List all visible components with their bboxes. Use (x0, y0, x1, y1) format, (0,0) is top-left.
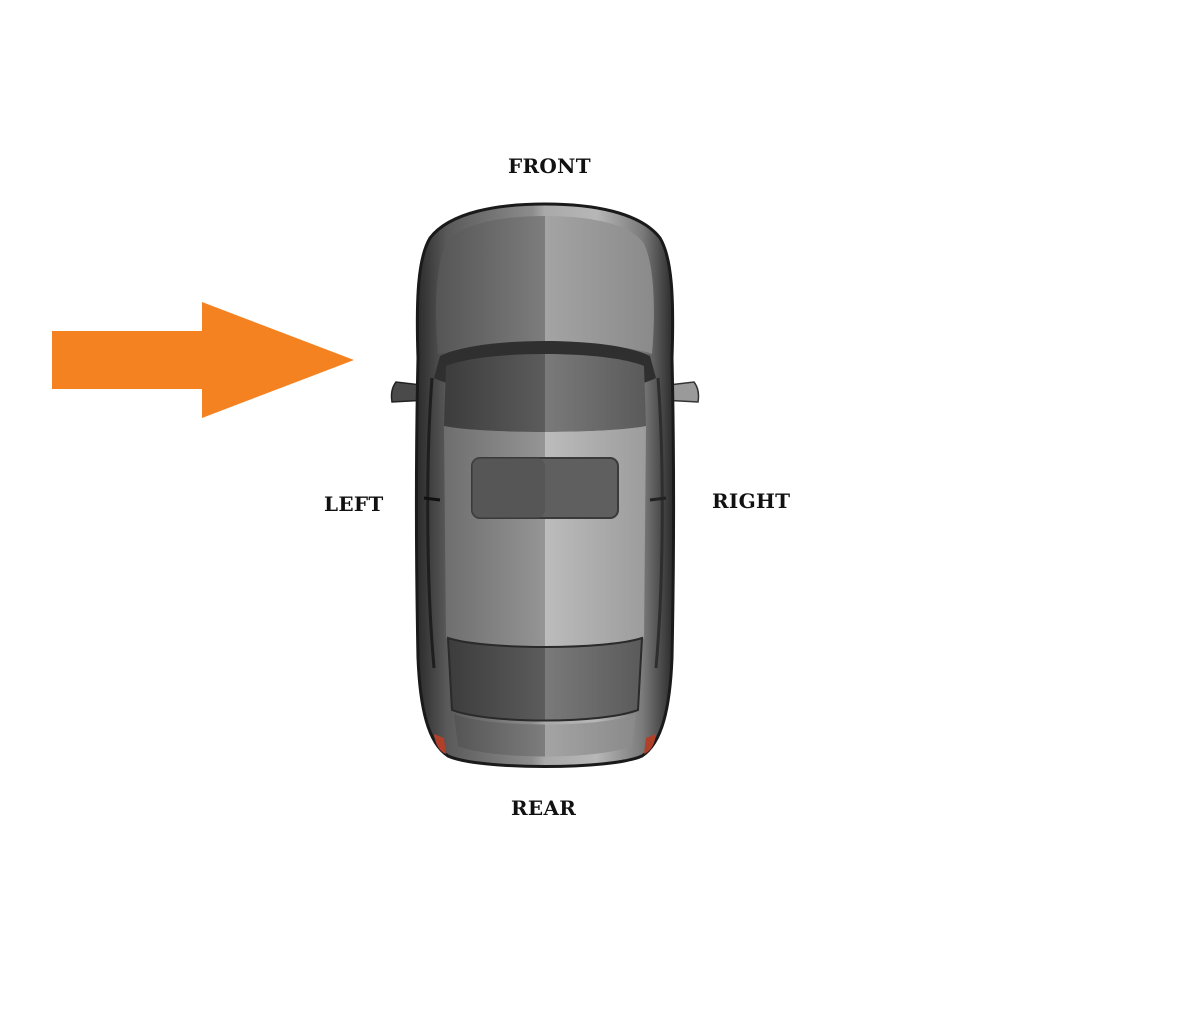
label-rear: REAR (511, 796, 577, 820)
right-tail-light (644, 734, 656, 754)
car-windshield-glass (444, 354, 646, 432)
car-rear-window (446, 636, 644, 722)
arrow-right-icon (52, 302, 354, 418)
car-hood (436, 216, 654, 354)
arrow-shape (52, 302, 354, 418)
label-right: RIGHT (712, 489, 791, 513)
left-tail-light (434, 734, 446, 754)
car-top-view-icon (390, 202, 700, 768)
label-left: LEFT (324, 492, 384, 516)
car-trunk (454, 714, 636, 757)
label-front: FRONT (508, 154, 591, 178)
